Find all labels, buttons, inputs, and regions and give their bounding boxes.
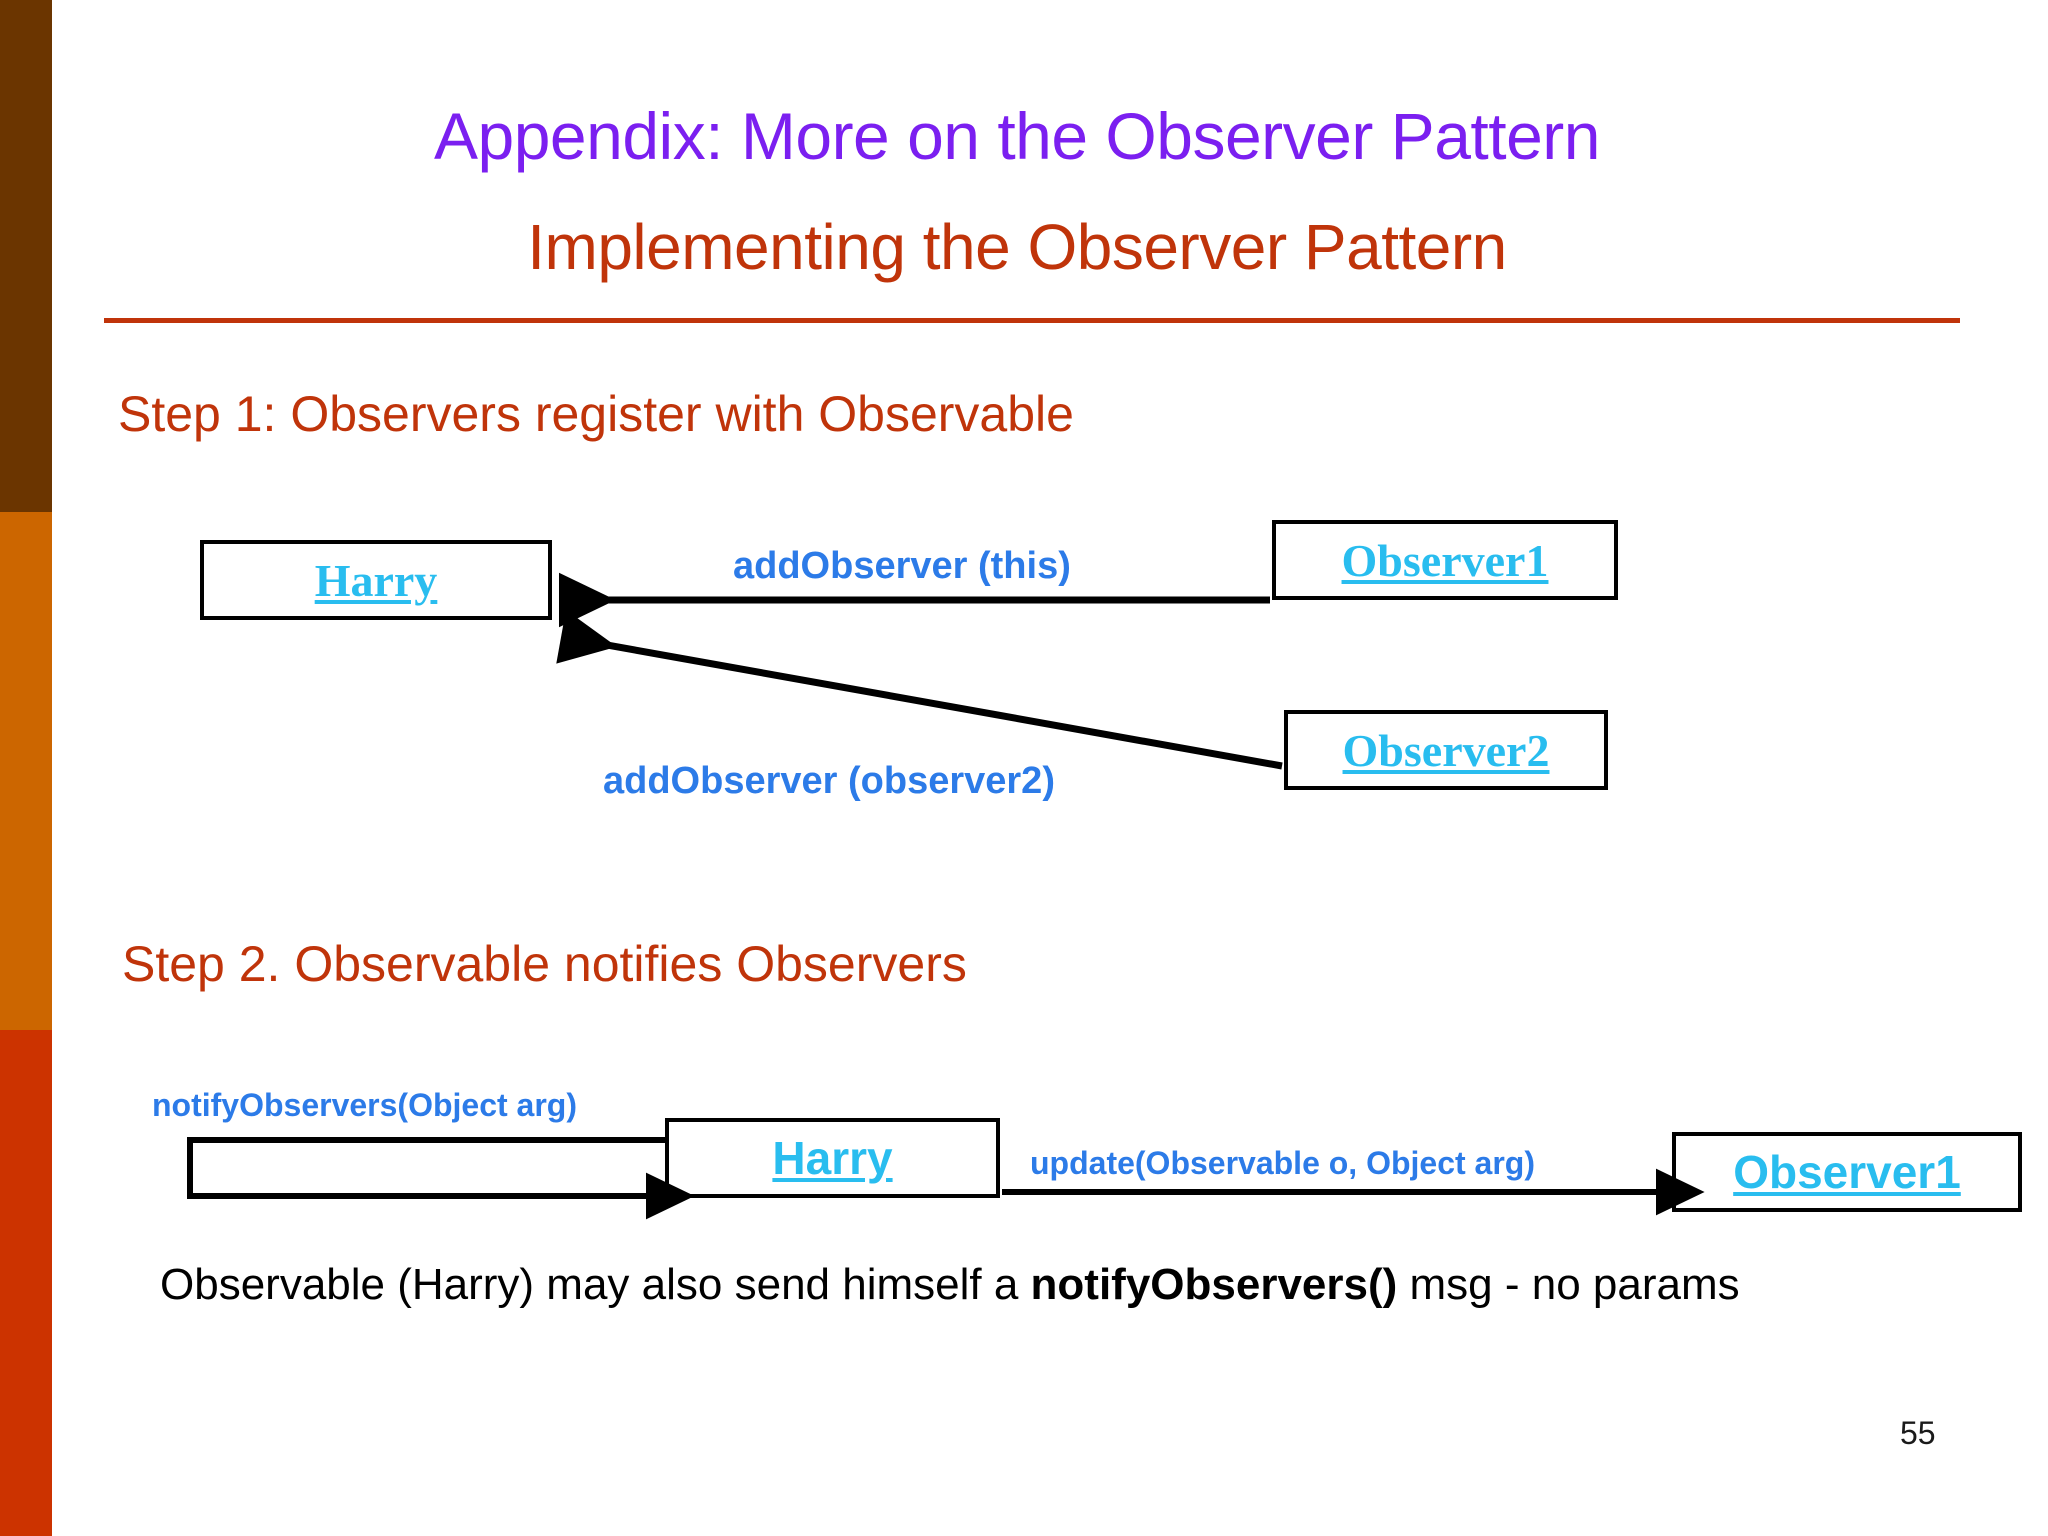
step1-node-observer1-label: Observer1 xyxy=(1341,534,1549,586)
step2-node-harry-label: Harry xyxy=(772,1132,893,1184)
step1-node-observer2-label: Observer2 xyxy=(1342,724,1550,776)
step2-node-observer1-label: Observer1 xyxy=(1733,1146,1961,1198)
step-1-heading: Step 1: Observers register with Observab… xyxy=(118,386,1074,442)
sidebar-band-red-orange xyxy=(0,1030,52,1536)
arrow-harry-self-notify xyxy=(187,1137,695,1220)
arrow-observer2-to-harry xyxy=(556,609,1283,770)
decorative-sidebar xyxy=(0,0,52,1536)
step1-node-observer1: Observer1 xyxy=(1272,520,1618,600)
caption-tail: msg - no params xyxy=(1397,1260,1740,1309)
step2-message-update: update(Observable o, Object arg) xyxy=(1030,1145,1535,1181)
caption-emphasis: notifyObservers() xyxy=(1030,1260,1398,1309)
caption-lead: Observable (Harry) may also send himself… xyxy=(160,1260,1031,1309)
step1-message-add-observer-observer2: addObserver (observer2) xyxy=(603,760,1055,802)
page-number: 55 xyxy=(1900,1415,1936,1451)
step1-message-add-observer-this: addObserver (this) xyxy=(733,545,1071,587)
step2-node-observer1: Observer1 xyxy=(1672,1132,2022,1212)
sidebar-band-orange xyxy=(0,512,52,1030)
step2-message-notify-observers: notifyObservers(Object arg) xyxy=(152,1087,577,1123)
step-2-heading: Step 2. Observable notifies Observers xyxy=(122,936,967,992)
sidebar-band-dark-brown xyxy=(0,0,52,512)
slide-title-secondary: Implementing the Observer Pattern xyxy=(527,211,1507,283)
step1-node-harry: Harry xyxy=(200,540,552,620)
slide-title-primary: Appendix: More on the Observer Pattern xyxy=(434,99,1600,173)
step2-node-harry: Harry xyxy=(665,1118,1000,1198)
step1-node-observer2: Observer2 xyxy=(1284,710,1608,790)
step1-node-harry-label: Harry xyxy=(314,554,438,606)
slide-caption: Observable (Harry) may also send himself… xyxy=(160,1258,1740,1312)
title-divider-rule xyxy=(104,318,1960,323)
